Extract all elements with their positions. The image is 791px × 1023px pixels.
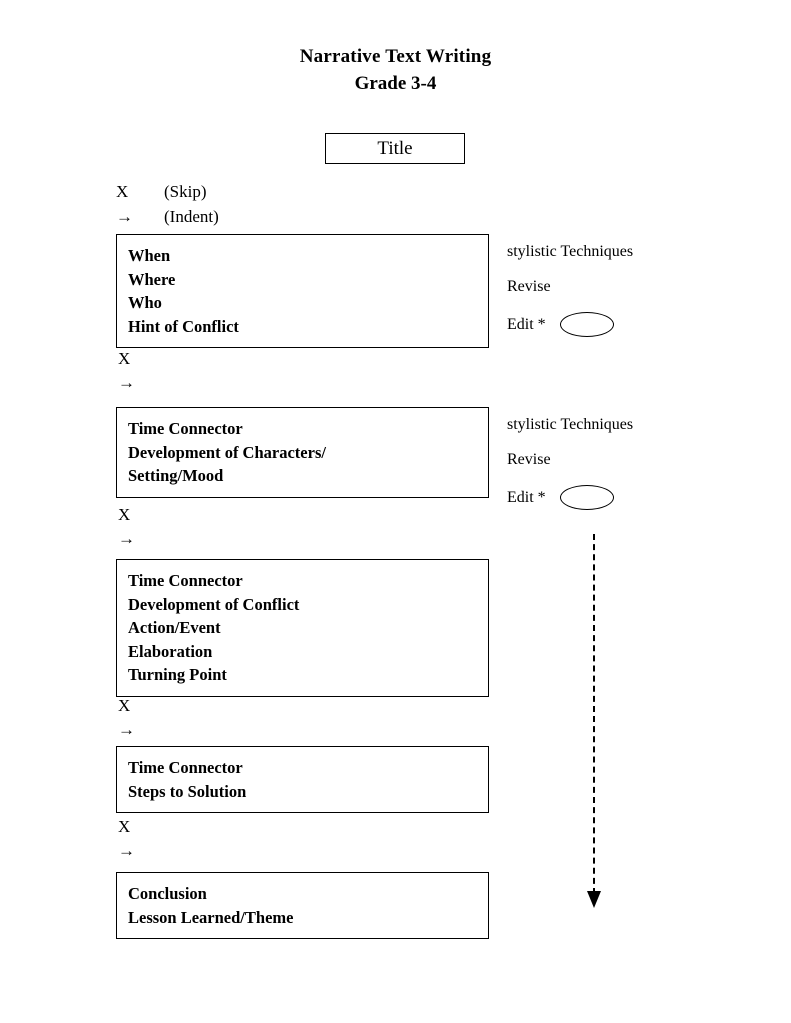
solution-box: Time Connector Steps to Solution [116, 746, 489, 813]
box-line: Hint of Conflict [128, 316, 239, 336]
box-line: Steps to Solution [128, 781, 247, 801]
arrowhead-icon [587, 891, 601, 908]
edit-label: Edit * [507, 316, 546, 333]
legend-skip-label: (Skip) [164, 182, 207, 201]
legend-indent-label: (Indent) [164, 207, 219, 226]
box-line: Development of Characters/ [128, 442, 326, 462]
box-line: Where [128, 269, 176, 289]
box-line: Development of Conflict [128, 594, 300, 614]
revise-label: Revise [507, 451, 551, 468]
edit-ellipse-icon [559, 312, 614, 337]
box-line: Elaboration [128, 641, 213, 661]
indent-arrow-icon: → [118, 373, 135, 392]
conclusion-box: Conclusion Lesson Learned/Theme [116, 872, 489, 939]
edit-row: Edit * [507, 485, 633, 510]
introduction-box: When Where Who Hint of Conflict [116, 234, 489, 348]
edit-ellipse-icon [559, 485, 614, 510]
annotation-group-2: stylistic Techniques Revise Edit * [507, 415, 633, 510]
marker-after-introduction: X → [118, 348, 135, 393]
skip-symbol-icon: X [118, 349, 131, 368]
box-line: Setting/Mood [128, 466, 224, 485]
stylistic-techniques-label: stylistic Techniques [507, 243, 634, 260]
indent-arrow-icon: → [118, 720, 135, 739]
box-line: Action/Event [128, 618, 221, 637]
skip-symbol-icon: X [118, 505, 131, 524]
title-box-label: Title [377, 137, 413, 159]
legend-indent: → (Indent) [116, 204, 219, 229]
marker-after-conflict: X → [118, 695, 135, 740]
box-line: When [128, 246, 171, 265]
legend-skip: X (Skip) [116, 179, 207, 204]
dashed-line [593, 534, 595, 894]
skip-symbol-icon: X [118, 696, 131, 715]
edit-row: Edit * [507, 312, 633, 337]
page-subtitle: Grade 3-4 [354, 73, 437, 94]
indent-arrow-icon: → [118, 529, 135, 548]
box-line: Who [128, 293, 162, 312]
stylistic-techniques-label: stylistic Techniques [507, 416, 634, 433]
indent-arrow-icon: → [116, 207, 133, 226]
box-line: Time Connector [128, 758, 243, 777]
marker-after-development: X → [118, 504, 135, 549]
dashed-flow-arrow [586, 534, 602, 910]
marker-after-solution: X → [118, 816, 135, 861]
conflict-box: Time Connector Development of Conflict A… [116, 559, 489, 697]
indent-arrow-icon: → [118, 841, 135, 860]
box-line: Conclusion [128, 884, 207, 903]
edit-label: Edit * [507, 489, 546, 506]
revise-label: Revise [507, 278, 551, 295]
box-line: Turning Point [128, 665, 227, 684]
annotation-group-1: stylistic Techniques Revise Edit * [507, 242, 633, 337]
development-box: Time Connector Development of Characters… [116, 407, 489, 498]
page-title: Narrative Text Writing [299, 46, 492, 67]
skip-symbol-icon: X [118, 817, 131, 836]
box-line: Time Connector [128, 419, 243, 438]
skip-symbol-icon: X [116, 182, 129, 201]
box-line: Lesson Learned/Theme [128, 907, 294, 927]
box-line: Time Connector [128, 571, 243, 590]
title-box: Title [325, 133, 465, 164]
